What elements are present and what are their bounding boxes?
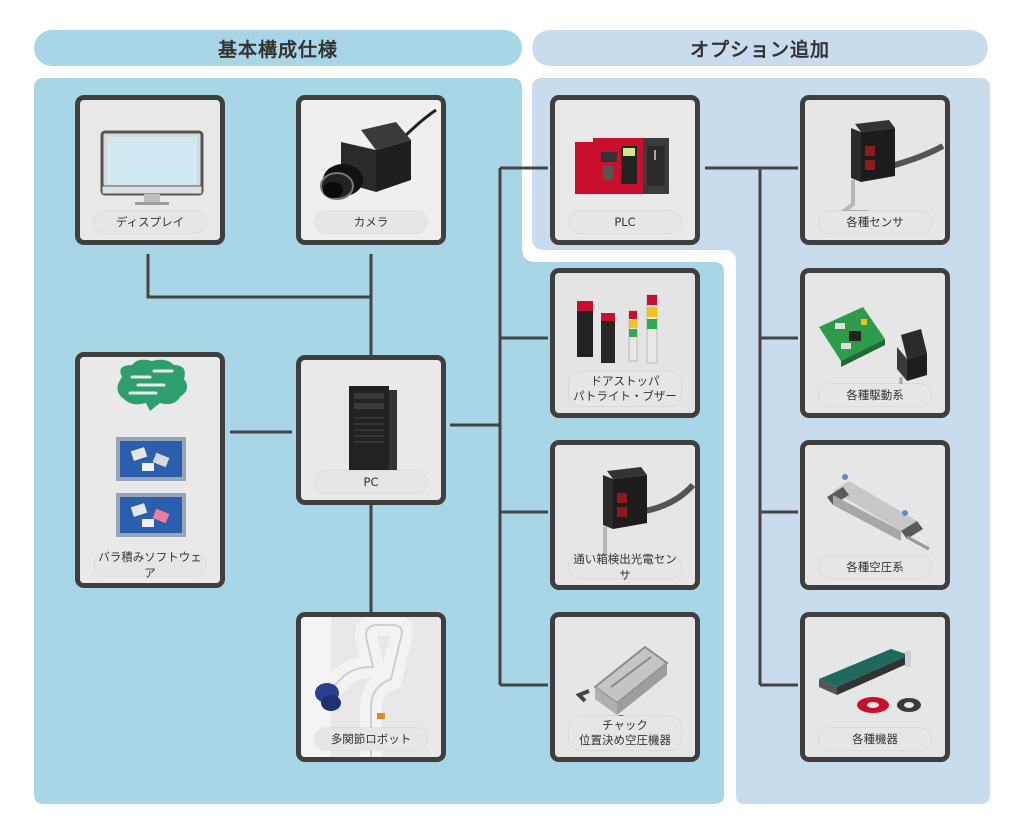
photo-sensor-card[interactable]: 通い箱検出光電センサ xyxy=(550,440,700,590)
display-card[interactable]: ディスプレイ xyxy=(75,95,225,245)
door-stopper-card[interactable]: ドアストッパ パトライト・ブザー xyxy=(550,268,700,418)
devices-card[interactable]: 各種機器 xyxy=(800,612,950,762)
sensors-label: 各種センサ xyxy=(819,211,931,233)
option-header: オプション追加 xyxy=(532,30,988,66)
drives-label: 各種駆動系 xyxy=(819,384,931,406)
photo-sensor-label: 通い箱検出光電センサ xyxy=(569,552,681,582)
chuck-label-line2: 位置決め空圧機器 xyxy=(579,733,671,747)
monitor-icon xyxy=(100,130,204,205)
pneumatics-label: 各種空圧系 xyxy=(819,556,931,578)
software-label: バラ積みソフトウェア xyxy=(94,550,206,580)
robot-label: 多関節ロボット xyxy=(315,728,427,750)
software-card[interactable]: バラ積みソフトウェア xyxy=(75,352,225,588)
pc-label: PC xyxy=(315,471,427,493)
drives-card[interactable]: 各種駆動系 xyxy=(800,268,950,418)
chuck-label-line1: チャック xyxy=(602,718,648,732)
display-pc-connector xyxy=(146,254,371,299)
plc-card[interactable]: PLC xyxy=(550,95,700,245)
devices-label: 各種機器 xyxy=(819,728,931,750)
pc-tower-icon xyxy=(349,386,397,470)
robot-card[interactable]: 多関節ロボット xyxy=(296,612,446,762)
chuck-card[interactable]: チャック 位置決め空圧機器 xyxy=(550,612,700,762)
door-stopper-label-line2: パトライト・ブザー xyxy=(573,389,677,403)
chuck-label: チャック 位置決め空圧機器 xyxy=(569,716,681,750)
plc-label: PLC xyxy=(569,211,681,233)
door-stopper-label: ドアストッパ パトライト・ブザー xyxy=(569,372,681,406)
pc-card[interactable]: PC xyxy=(296,355,446,505)
plc-icon xyxy=(575,138,669,194)
pneumatics-card[interactable]: 各種空圧系 xyxy=(800,440,950,590)
camera-card[interactable]: カメラ xyxy=(296,95,446,245)
display-label: ディスプレイ xyxy=(94,211,206,233)
door-stopper-label-line1: ドアストッパ xyxy=(590,374,660,388)
brain-and-parts-icon xyxy=(80,357,220,583)
camera-label: カメラ xyxy=(315,211,427,233)
sensors-card[interactable]: 各種センサ xyxy=(800,95,950,245)
basic-config-header: 基本構成仕様 xyxy=(34,30,522,66)
